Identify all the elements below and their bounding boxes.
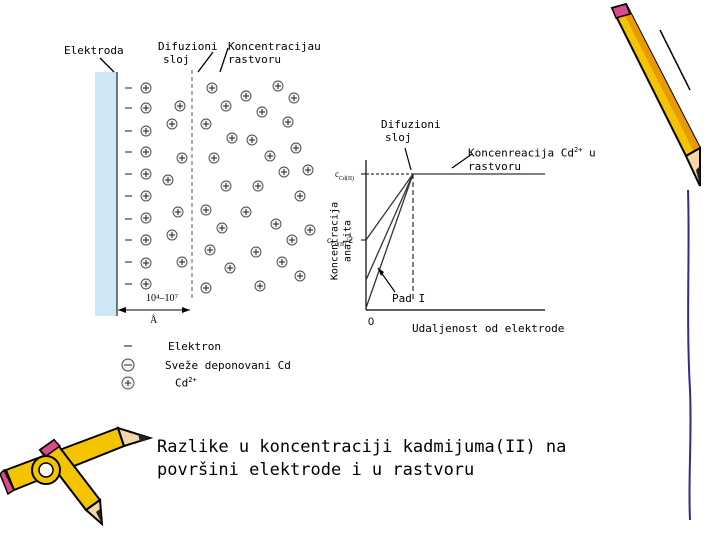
electrode-region: [95, 72, 117, 316]
tick-cd-half-label: cCd(II)/2: [327, 234, 353, 252]
cd-ion-icon: [140, 190, 152, 202]
concentration-profiles: [365, 173, 545, 309]
cd-concentration-line2: rastvoru: [468, 159, 521, 173]
diffusion-layer-label: Difuzioni sloj: [158, 40, 218, 66]
tick-cd-half-sub: Cd(II): [331, 241, 346, 248]
pencils-bottom-left-icon: [0, 426, 154, 527]
cd-ion-icon: [246, 134, 258, 146]
cd-ion-icon: [272, 80, 284, 92]
tick-cd-sub: Cd(II): [339, 175, 354, 182]
pencil-top-right-icon: [610, 2, 702, 187]
solution-concentration-line1: Koncentracijau: [228, 40, 321, 53]
legend-deposited-label: Sveže deponovani Cd: [165, 359, 291, 372]
cd-ion-icon: [140, 102, 152, 114]
right-edge-line: [687, 189, 692, 521]
cd-ion-icon: [140, 234, 152, 246]
cd-ion-icon: [174, 100, 186, 112]
slide-caption: Razlike u koncentraciji kadmijuma(II) na…: [157, 437, 567, 480]
cd-ion-icon: [226, 132, 238, 144]
cd-ion-icon: [200, 204, 212, 216]
cd-ion-icon: [220, 100, 232, 112]
cd-ion-icon: [252, 180, 264, 192]
tick-cd-c: c: [335, 169, 339, 179]
cd-ion-icon: [282, 116, 294, 128]
legend-electron-label: Elektron: [168, 340, 221, 353]
legend-cd-ion-label: Cd2+: [175, 374, 197, 390]
cd-ion-icon: [276, 256, 288, 268]
cd-ion-icon: [224, 262, 236, 274]
solution-pointer: [219, 47, 229, 73]
cd-concentration-tail: u: [582, 146, 596, 160]
cd-ion-icon: [140, 125, 152, 137]
diffusion-plot-label: Difuzioni sloj: [381, 118, 441, 144]
cd-ion-icon: [176, 256, 188, 268]
diffusion-layer-label-line1: Difuzioni: [158, 40, 218, 53]
diffusion-layer-pointer: [197, 51, 214, 73]
tick-cd-half-tail: /2: [346, 235, 354, 245]
cd-ion-icon: [172, 206, 184, 218]
cd-ion-icon: [290, 142, 302, 154]
cd-ion-icon: [162, 174, 174, 186]
concentration-pointer: [451, 153, 473, 169]
legend-cd-text: Cd: [175, 376, 189, 390]
cd-ion-icon: [294, 190, 306, 202]
diffusion-layer-label-line2: sloj: [163, 53, 190, 66]
cd-ion-icon: [270, 218, 282, 230]
cd-ion-icon: [206, 82, 218, 94]
electron-marks: [125, 87, 132, 285]
cd-ion-icon: [286, 234, 298, 246]
cd-ion-icon: [278, 166, 290, 178]
cd-ion-icon: [216, 222, 228, 234]
cd-ion-icon: [304, 224, 316, 236]
cd-ion-icon: [140, 212, 152, 224]
cd-ion-icon: [240, 206, 252, 218]
scale-unit-label: Å: [150, 315, 158, 326]
diffusion-plot-label-line1: Difuzioni: [381, 118, 441, 131]
cd-ion-icon: [208, 152, 220, 164]
cd-concentration-text: Koncenreacija Cd: [468, 146, 574, 160]
solution-concentration-label: Koncentracijau rastvoru: [228, 40, 321, 66]
electrode-label: Elektroda: [64, 44, 124, 57]
cd-ion-icon: [220, 180, 232, 192]
cd-ion-icon: [140, 146, 152, 158]
cd-ion-icon: [140, 278, 152, 290]
cd-ion-icon: [264, 150, 276, 162]
current-drop-label: Pad I: [392, 292, 426, 305]
cd-ion-icon: [200, 282, 212, 294]
legend-cd-sup: 2+: [188, 376, 197, 384]
legend-cd-ion-icon: [121, 376, 135, 390]
solution-concentration-line2: rastvoru: [228, 53, 281, 66]
electrode-pointer: [99, 57, 115, 73]
cd-ion-icon: [254, 280, 266, 292]
cd-ion-icon: [302, 164, 314, 176]
diffusion-plot-pointer: [404, 147, 412, 171]
cd-ion-icon: [288, 92, 300, 104]
tick-cd-label: cCd(II): [335, 168, 354, 186]
cd-ion-icon: [140, 82, 152, 94]
cd-ion-icon: [166, 229, 178, 241]
origin-label: 0: [368, 316, 375, 328]
cd-ion-icon: [200, 118, 212, 130]
cd-ion-icon: [294, 270, 306, 282]
tick-cd-half-c: c: [327, 235, 331, 245]
cd-ion-icon: [240, 90, 252, 102]
cd-ion-icon: [256, 106, 268, 118]
diffusion-plot-label-line2: sloj: [385, 131, 412, 144]
cd-ion-icon: [166, 118, 178, 130]
scale-range-label: 10⁴–10⁷: [146, 293, 178, 304]
cd-ion-icon: [176, 152, 188, 164]
cd-ion-icon: [140, 168, 152, 180]
cd-ion-icon: [204, 244, 216, 256]
cd-concentration-sup: 2+: [573, 146, 583, 154]
x-axis-label: Udaljenost od elektrode: [412, 322, 565, 335]
cd-concentration-label: Koncenreacija Cd2+ u rastvoru: [468, 144, 596, 173]
cd-ion-icon: [250, 246, 262, 258]
cd-ion-icon: [140, 257, 152, 269]
